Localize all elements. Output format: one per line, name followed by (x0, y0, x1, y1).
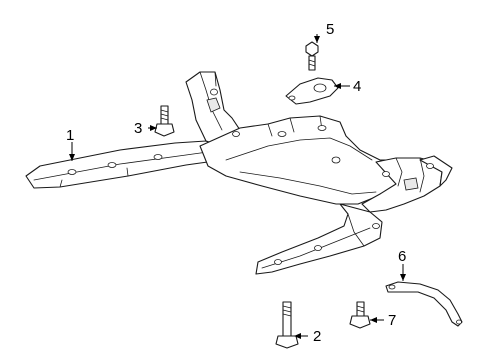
upper-bolt (305, 41, 319, 71)
subframe (25, 71, 453, 275)
bolt-3 (154, 105, 175, 137)
bolt-2 (275, 301, 299, 349)
callout-3: 3 (134, 120, 142, 137)
callout-4: 4 (353, 78, 361, 95)
callouts: 1 2 3 4 5 6 7 (66, 21, 406, 345)
bolt-7 (349, 301, 371, 329)
subframe-left-arm (25, 140, 229, 189)
leader-lines (69, 34, 406, 339)
callout-6: 6 (398, 248, 406, 265)
callout-2: 2 (313, 328, 321, 345)
stay-bar (385, 281, 463, 327)
upper-mount-bracket (285, 77, 339, 105)
callout-7: 7 (388, 312, 396, 329)
callout-1: 1 (66, 127, 74, 144)
callout-5: 5 (326, 21, 334, 38)
